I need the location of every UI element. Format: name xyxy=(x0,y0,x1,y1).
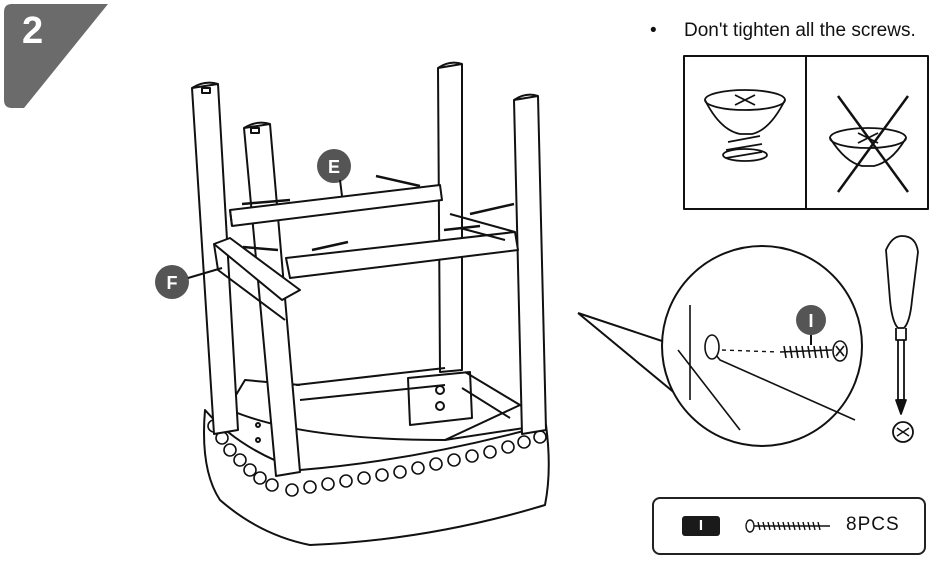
callout-f: F xyxy=(155,265,223,299)
screwdriver-icon xyxy=(885,235,919,443)
zoom-detail: I xyxy=(577,245,863,447)
part-code-label: I xyxy=(682,516,720,536)
back-leg-left xyxy=(437,61,463,373)
frame-screws xyxy=(241,174,515,252)
back-leg-right xyxy=(513,93,547,435)
screw-icon xyxy=(779,340,848,362)
parts-box: I 8PCS xyxy=(652,497,926,555)
screw-correct-icon xyxy=(704,89,786,162)
screw-incorrect-icon xyxy=(829,95,910,193)
svg-text:F: F xyxy=(167,273,178,293)
step-badge xyxy=(4,4,108,108)
part-quantity: 8PCS xyxy=(846,514,900,535)
note: • Don't tighten all the screws. xyxy=(650,20,916,42)
nailhead-trim xyxy=(207,419,547,497)
note-bullet: • xyxy=(650,20,657,41)
front-leg-left xyxy=(191,81,239,435)
lower-rail xyxy=(295,367,446,401)
corner-bracket xyxy=(407,371,473,426)
step-number: 2 xyxy=(22,10,44,52)
svg-text:I: I xyxy=(808,311,813,331)
svg-text:E: E xyxy=(328,157,340,177)
note-text: Don't tighten all the screws. xyxy=(684,20,916,41)
front-leg-right xyxy=(243,121,301,477)
seat-cushion xyxy=(203,379,550,546)
front-rail xyxy=(285,213,519,279)
lower-rail-side xyxy=(461,371,521,419)
screw-comparison xyxy=(683,55,929,210)
callout-e: E xyxy=(317,149,351,197)
rail-e xyxy=(229,184,443,227)
screw-icon xyxy=(745,519,830,533)
